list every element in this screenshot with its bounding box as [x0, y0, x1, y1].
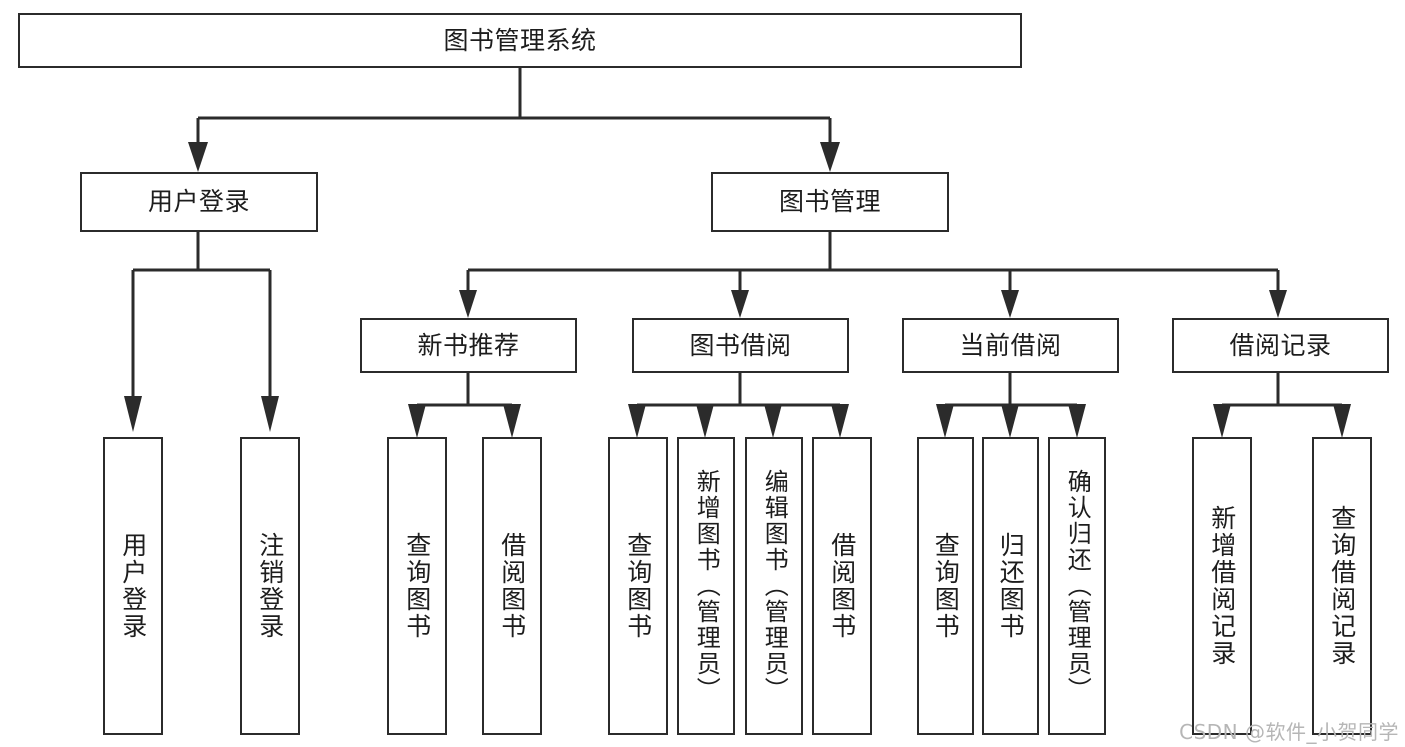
node-book-management[interactable]: 图书管理 [711, 172, 949, 232]
leaf-user-login-label: 用户登录 [118, 532, 148, 640]
leaf-query-record-label: 查询借阅记录 [1327, 505, 1357, 667]
leaf-borrow-book-1[interactable]: 借阅图书 [482, 437, 542, 735]
node-new-book-recommend-label: 新书推荐 [417, 330, 520, 360]
node-book-borrow-label: 图书借阅 [689, 330, 792, 360]
node-borrow-record[interactable]: 借阅记录 [1172, 318, 1389, 373]
leaf-add-book-label: 新增图书（管理员） [692, 469, 721, 703]
node-current-borrow[interactable]: 当前借阅 [902, 318, 1119, 373]
leaf-borrow-book-2[interactable]: 借阅图书 [812, 437, 872, 735]
leaf-user-login[interactable]: 用户登录 [103, 437, 163, 735]
leaf-query-record[interactable]: 查询借阅记录 [1312, 437, 1372, 735]
leaf-edit-book-label: 编辑图书（管理员） [760, 469, 789, 703]
leaf-query-book-2-label: 查询图书 [623, 532, 653, 640]
leaf-query-book-1-label: 查询图书 [402, 532, 432, 640]
leaf-confirm-return[interactable]: 确认归还（管理员） [1048, 437, 1106, 735]
leaf-return-book[interactable]: 归还图书 [982, 437, 1039, 735]
leaf-confirm-return-label: 确认归还（管理员） [1063, 469, 1092, 703]
leaf-logout[interactable]: 注销登录 [240, 437, 300, 735]
leaf-add-record[interactable]: 新增借阅记录 [1192, 437, 1252, 735]
leaf-return-book-label: 归还图书 [996, 532, 1026, 640]
node-current-borrow-label: 当前借阅 [959, 330, 1062, 360]
node-book-management-label: 图书管理 [778, 187, 881, 216]
leaf-borrow-book-1-label: 借阅图书 [497, 532, 527, 640]
leaf-borrow-book-2-label: 借阅图书 [827, 532, 857, 640]
csdn-watermark: CSDN @软件_小贺同学 [1179, 720, 1399, 744]
leaf-query-book-2[interactable]: 查询图书 [608, 437, 668, 735]
node-user-login-label: 用户登录 [147, 187, 250, 216]
leaf-query-book-3-label: 查询图书 [931, 532, 961, 640]
leaf-add-book[interactable]: 新增图书（管理员） [677, 437, 735, 735]
leaf-query-book-3[interactable]: 查询图书 [917, 437, 974, 735]
node-root[interactable]: 图书管理系统 [18, 13, 1022, 68]
node-root-label: 图书管理系统 [443, 25, 597, 55]
node-user-login[interactable]: 用户登录 [80, 172, 318, 232]
leaf-logout-label: 注销登录 [255, 532, 285, 640]
node-book-borrow[interactable]: 图书借阅 [632, 318, 849, 373]
leaf-query-book-1[interactable]: 查询图书 [387, 437, 447, 735]
leaf-edit-book[interactable]: 编辑图书（管理员） [745, 437, 803, 735]
node-borrow-record-label: 借阅记录 [1229, 330, 1332, 360]
leaf-add-record-label: 新增借阅记录 [1207, 505, 1237, 667]
node-new-book-recommend[interactable]: 新书推荐 [360, 318, 577, 373]
